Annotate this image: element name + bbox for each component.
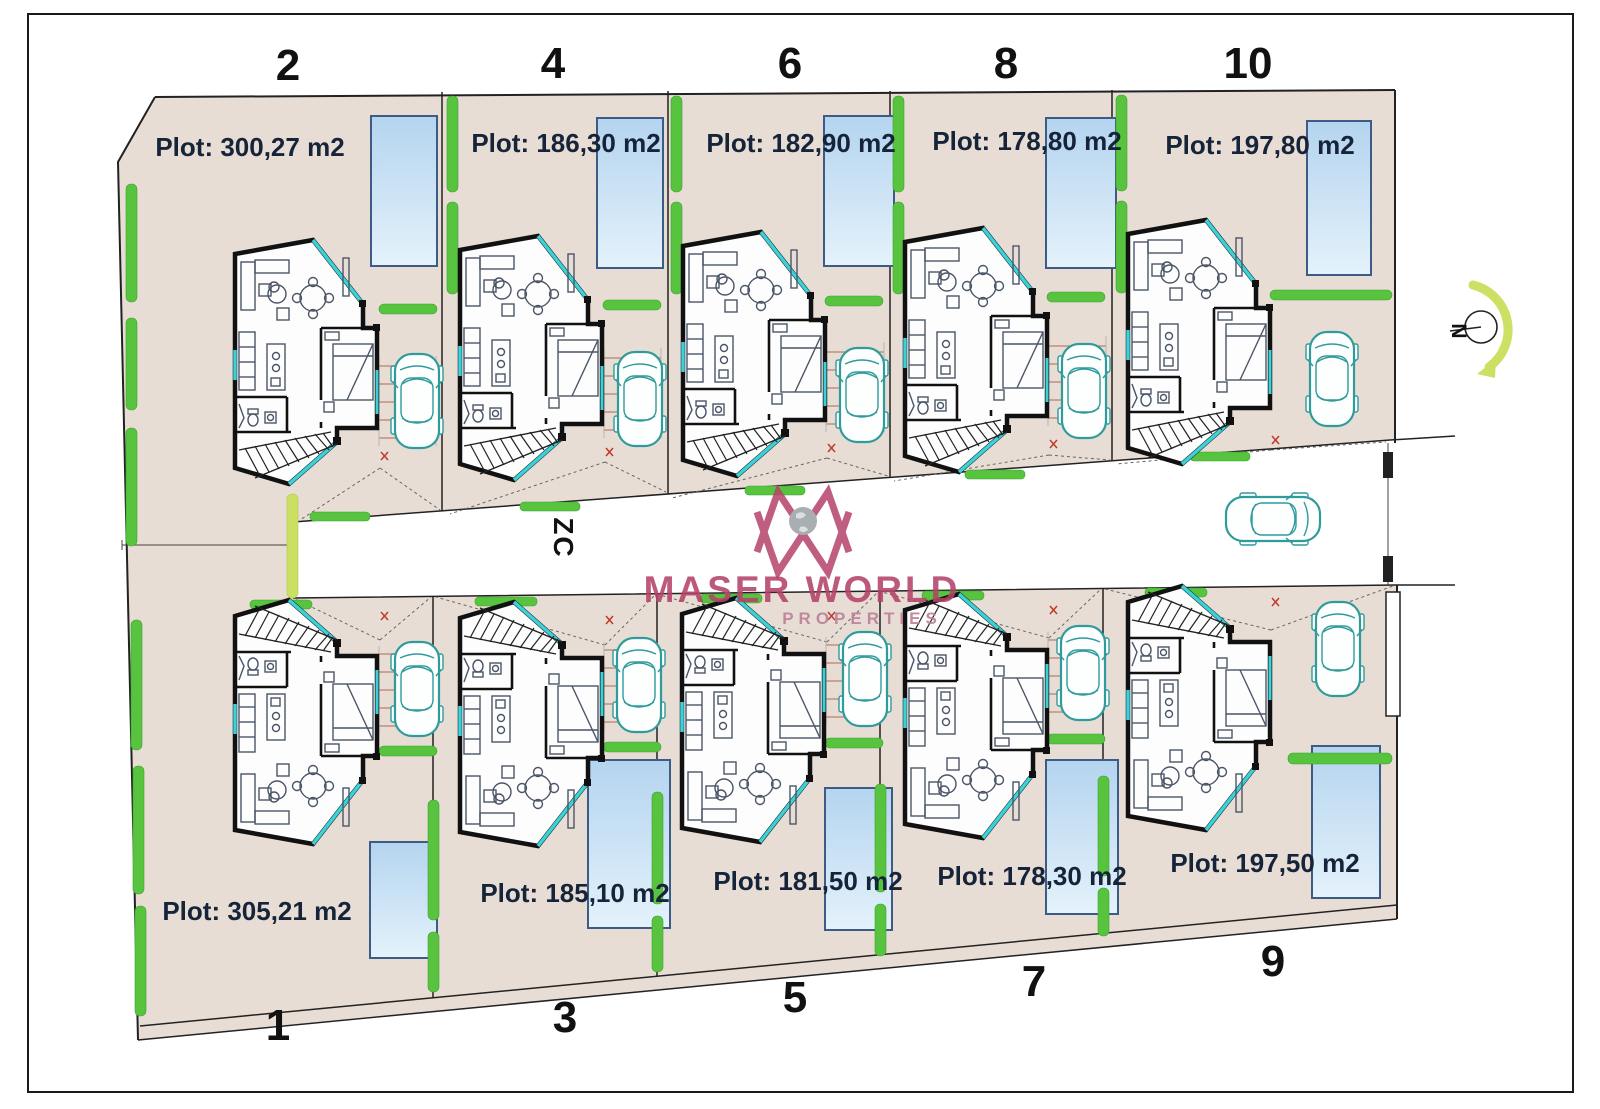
watermark-title: MASER WORLD [644, 569, 961, 610]
plot-number-10: 10 [1224, 39, 1273, 88]
plot-numbers: 2 4 6 8 10 1 3 5 7 9 [266, 39, 1285, 1050]
hedges [125, 94, 1393, 1017]
plot-number-4: 4 [541, 39, 566, 88]
plot-area-8: Plot: 178,80 m2 [932, 126, 1121, 156]
plot-number-5: 5 [783, 973, 807, 1022]
plot-number-6: 6 [778, 39, 802, 88]
plot-number-8: 8 [994, 39, 1018, 88]
north-label: N [1447, 323, 1470, 338]
north-arrow-icon [1449, 280, 1513, 378]
plot-area-labels: Plot: 300,27 m2 Plot: 186,30 m2 Plot: 18… [155, 126, 1359, 926]
plot-area-1: Plot: 305,21 m2 [162, 896, 351, 926]
plot-area-3: Plot: 185,10 m2 [480, 878, 669, 908]
plot-number-9: 9 [1261, 937, 1285, 986]
plot-area-5: Plot: 181,50 m2 [713, 866, 902, 896]
plot-area-7: Plot: 178,30 m2 [937, 861, 1126, 891]
road-end-hedge [286, 493, 299, 599]
watermark-logo [753, 484, 853, 580]
road-car [1224, 491, 1322, 547]
drawing-frame [27, 13, 1574, 1093]
plot-number-2: 2 [276, 41, 300, 90]
gate-marks [1383, 452, 1401, 717]
road-label: ZC [548, 517, 579, 558]
section-marks [380, 435, 1280, 625]
plot-area-4: Plot: 186,30 m2 [471, 128, 660, 158]
plot-area-10: Plot: 197,80 m2 [1165, 130, 1354, 160]
plot-number-3: 3 [553, 993, 577, 1042]
watermark-subtitle: PROPERTIES [782, 609, 942, 628]
plot-area-6: Plot: 182,90 m2 [706, 128, 895, 158]
plot-number-7: 7 [1022, 957, 1046, 1006]
plot-area-9: Plot: 197,50 m2 [1170, 848, 1359, 878]
plot-number-1: 1 [266, 1001, 290, 1050]
plot-area-2: Plot: 300,27 m2 [155, 132, 344, 162]
